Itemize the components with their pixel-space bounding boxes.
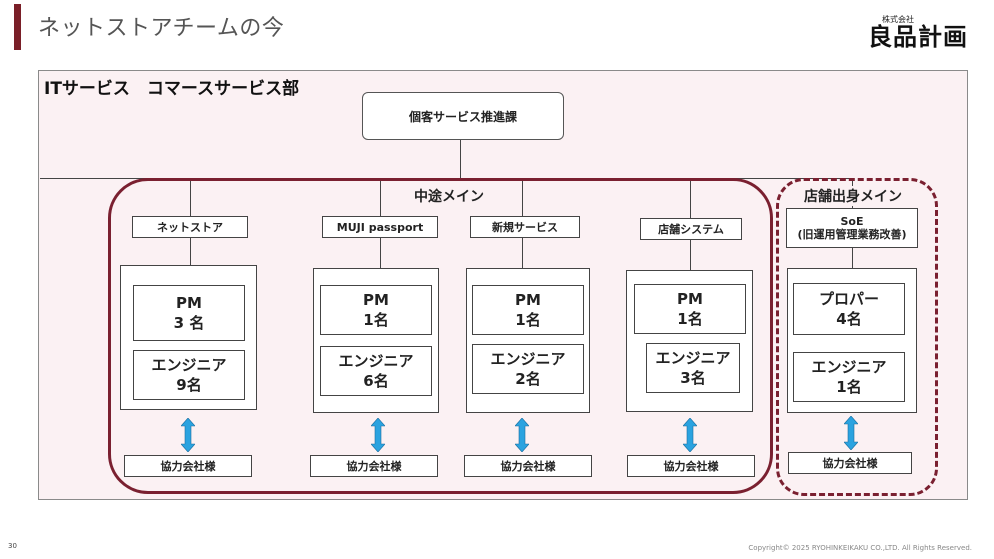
role-title: PM — [363, 291, 389, 309]
partner-box-soe: 協力会社様 — [788, 452, 912, 474]
root-connector-vertical — [460, 140, 461, 178]
role-title: エンジニア — [151, 356, 227, 374]
role-title: プロパー — [818, 290, 879, 308]
team-label-soe-line1: SoE — [840, 215, 864, 228]
role-box-engineer-muji-passport: エンジニア 6名 — [320, 346, 432, 396]
double-arrow-icon — [683, 418, 697, 452]
store-origin-group-label: 店舗出身メイン — [800, 186, 906, 206]
root-section-box: 個客サービス推進課 — [362, 92, 564, 140]
connector-team2-box — [380, 238, 381, 268]
team-label-soe: SoE (旧運用管理業務改善) — [786, 208, 918, 248]
mid-career-group-label: 中途メイン — [410, 186, 488, 206]
role-box-engineer-soe: エンジニア 1名 — [793, 352, 905, 402]
double-arrow-icon — [181, 418, 195, 452]
connector-team5-box — [852, 248, 853, 268]
store-origin-group-outline — [776, 178, 938, 496]
company-logo: 株式会社 良品計画 — [868, 14, 976, 49]
connector-drop-team2 — [380, 178, 381, 216]
role-count: 9名 — [176, 376, 202, 394]
role-count: 3名 — [680, 369, 706, 387]
role-box-proper-soe: プロパー 4名 — [793, 283, 905, 335]
role-count: 1名 — [515, 311, 541, 329]
role-count: 6名 — [363, 372, 389, 390]
partner-box-store-system: 協力会社様 — [627, 455, 755, 477]
team-label-new-service: 新規サービス — [470, 216, 580, 238]
partner-box-new-service: 協力会社様 — [464, 455, 592, 477]
page-number: 30 — [8, 542, 17, 550]
role-box-engineer-new-service: エンジニア 2名 — [472, 344, 584, 394]
connector-drop-team1 — [190, 178, 191, 216]
role-count: 3 名 — [173, 314, 205, 332]
team-label-store-system: 店舗システム — [640, 218, 742, 240]
role-count: 1名 — [836, 378, 862, 396]
logo-company-type: 株式会社 — [882, 15, 914, 24]
partner-box-netstore: 協力会社様 — [124, 455, 252, 477]
role-count: 1名 — [677, 310, 703, 328]
role-title: PM — [176, 294, 202, 312]
role-title: エンジニア — [811, 358, 887, 376]
role-box-pm-new-service: PM 1名 — [472, 285, 584, 335]
role-count: 1名 — [363, 311, 389, 329]
role-title: エンジニア — [490, 350, 566, 368]
role-box-engineer-netstore: エンジニア 9名 — [133, 350, 245, 400]
role-count: 2名 — [515, 370, 541, 388]
mid-career-group-outline — [108, 178, 773, 494]
department-title: ITサービス コマースサービス部 — [44, 79, 300, 99]
role-box-pm-netstore: PM 3 名 — [133, 285, 245, 341]
double-arrow-icon — [371, 418, 385, 452]
slide-title: ネットストアチームの今 — [38, 16, 285, 41]
connector-drop-team4 — [690, 178, 691, 220]
connector-team3-box — [522, 238, 523, 268]
team-label-netstore: ネットストア — [132, 216, 248, 238]
role-title: エンジニア — [338, 352, 414, 370]
connector-drop-team3 — [522, 178, 523, 216]
connector-team1-box — [190, 238, 191, 266]
role-title: PM — [677, 290, 703, 308]
role-count: 4名 — [836, 310, 862, 328]
role-box-pm-store-system: PM 1名 — [634, 284, 746, 334]
role-box-pm-muji-passport: PM 1名 — [320, 285, 432, 335]
connector-team4-box — [690, 240, 691, 270]
title-accent-bar — [14, 4, 21, 50]
double-arrow-icon — [515, 418, 529, 452]
team-label-muji-passport: MUJI passport — [322, 216, 438, 238]
team-label-soe-line2: (旧運用管理業務改善) — [797, 228, 907, 241]
partner-box-muji-passport: 協力会社様 — [310, 455, 438, 477]
copyright-notice: Copyright© 2025 RYOHINKEIKAKU CO.,LTD. A… — [748, 544, 972, 552]
role-box-engineer-store-system: エンジニア 3名 — [646, 343, 740, 393]
role-title: エンジニア — [655, 349, 731, 367]
logo-company-name: 良品計画 — [868, 22, 968, 51]
role-title: PM — [515, 291, 541, 309]
double-arrow-icon — [844, 416, 858, 450]
